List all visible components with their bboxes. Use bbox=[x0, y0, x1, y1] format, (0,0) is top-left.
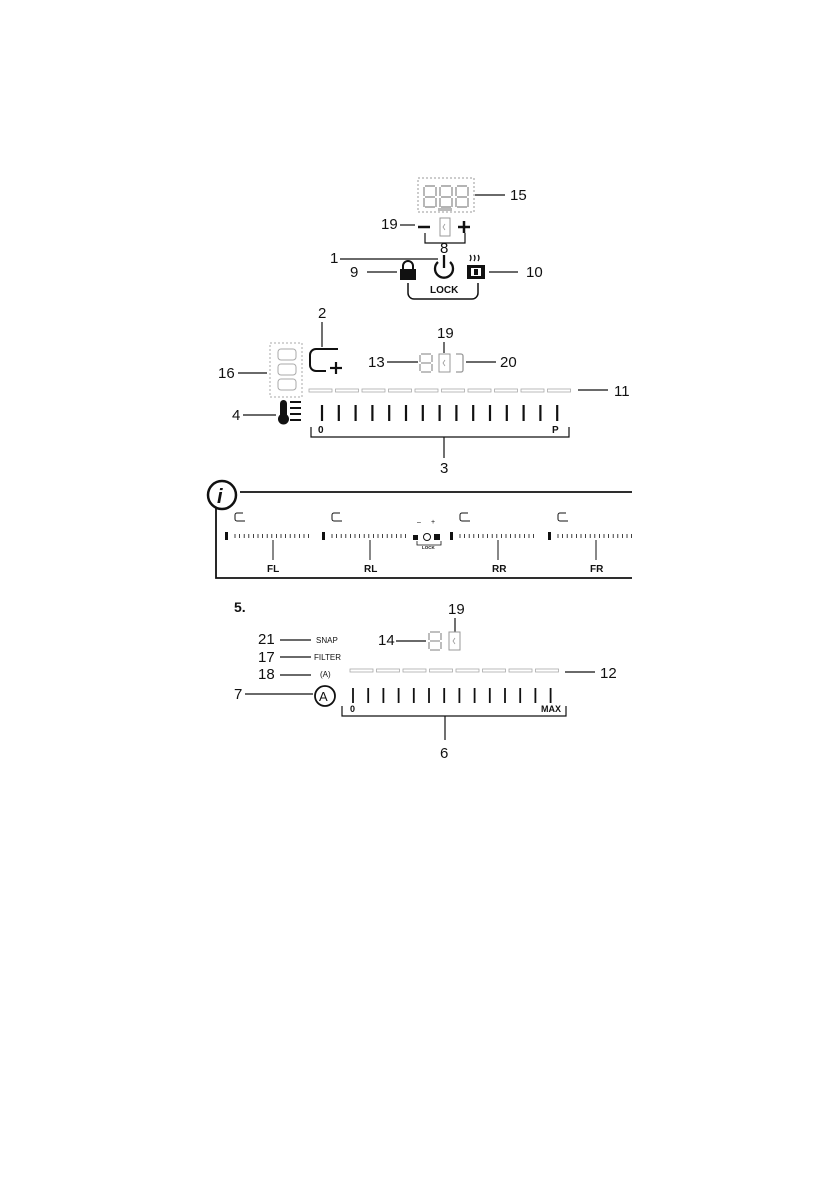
led-segment bbox=[535, 668, 559, 673]
led-segment bbox=[361, 388, 386, 393]
auto-label: (A) bbox=[320, 670, 331, 679]
led-segment bbox=[335, 388, 359, 393]
callout-13: 13 bbox=[368, 354, 385, 371]
hood-led-bar bbox=[349, 668, 559, 673]
callout-16: 16 bbox=[218, 365, 235, 382]
timer-digit bbox=[439, 217, 451, 237]
callout-19-top: 19 bbox=[381, 216, 398, 233]
zone-label: RL bbox=[364, 564, 377, 575]
svg-text:A: A bbox=[319, 689, 328, 704]
zone-label: FR bbox=[590, 564, 604, 575]
callout-9: 9 bbox=[350, 264, 358, 281]
led-segment bbox=[308, 388, 333, 393]
power-icon[interactable] bbox=[433, 255, 455, 279]
zone-label: RR bbox=[492, 564, 507, 575]
auto-icon[interactable]: A bbox=[314, 685, 336, 707]
led-segment bbox=[520, 388, 545, 393]
led-segment bbox=[467, 388, 492, 393]
led-segment bbox=[429, 668, 453, 673]
slider-top-max: P bbox=[552, 425, 559, 436]
info-panel: i bbox=[206, 479, 632, 579]
callout-11: 11 bbox=[614, 383, 630, 400]
slider-hood-max: MAX bbox=[541, 704, 561, 714]
callout-4: 4 bbox=[232, 407, 240, 424]
digit-display-icon bbox=[423, 185, 469, 208]
callout-6: 6 bbox=[440, 745, 448, 762]
callout-17: 17 bbox=[258, 649, 275, 666]
bridge-zone-icon[interactable] bbox=[331, 512, 342, 522]
led-segment bbox=[508, 668, 533, 673]
callout-1: 1 bbox=[330, 250, 338, 267]
thermometer-icon bbox=[548, 532, 551, 540]
callout-21: 21 bbox=[258, 631, 275, 648]
callout-8: 8 bbox=[440, 240, 448, 257]
callout-15: 15 bbox=[510, 187, 527, 204]
callout-2: 2 bbox=[318, 305, 326, 322]
mini-control-cluster: – + LOCK bbox=[413, 519, 442, 550]
thermometer-icon bbox=[450, 532, 453, 540]
lock-icon[interactable] bbox=[400, 260, 416, 280]
led-segment bbox=[376, 668, 400, 673]
slider-top-min: 0 bbox=[318, 425, 324, 436]
callout-10: 10 bbox=[526, 264, 543, 281]
led-segment bbox=[547, 388, 571, 393]
three-digit-display bbox=[417, 177, 475, 213]
bridge-zone-icon[interactable] bbox=[234, 512, 245, 522]
thermometer-icon[interactable] bbox=[278, 400, 301, 425]
lock-label: LOCK bbox=[430, 285, 459, 296]
power-level-digit bbox=[419, 353, 433, 373]
svg-text:–: – bbox=[417, 519, 421, 526]
zone-label: FL bbox=[267, 564, 279, 575]
callout-20: 20 bbox=[500, 354, 517, 371]
zone-fr: FR bbox=[548, 512, 632, 575]
mini-lock-label: LOCK bbox=[422, 545, 435, 550]
hood-slider[interactable] bbox=[352, 688, 552, 703]
zone-mode-indicators bbox=[269, 342, 303, 398]
led-segment bbox=[455, 668, 480, 673]
zone-rl: RL bbox=[322, 512, 407, 575]
snap-label[interactable]: SNAP bbox=[316, 636, 338, 645]
zone-fl: FL bbox=[225, 512, 310, 575]
svg-text:i: i bbox=[217, 486, 223, 508]
led-segment bbox=[494, 388, 518, 393]
led-segment bbox=[482, 668, 506, 673]
led-segment bbox=[349, 668, 374, 673]
led-segment bbox=[402, 668, 427, 673]
thermometer-icon bbox=[322, 532, 325, 540]
callout-7: 7 bbox=[234, 686, 242, 703]
keep-warm-icon[interactable] bbox=[467, 254, 485, 279]
callout-3: 3 bbox=[440, 460, 448, 477]
slider-hood-min: 0 bbox=[350, 704, 355, 714]
svg-text:+: + bbox=[431, 519, 435, 526]
bridge-zone-icon[interactable] bbox=[309, 348, 342, 374]
plus-icon[interactable] bbox=[458, 221, 470, 233]
power-led-bar bbox=[308, 388, 571, 393]
callout-18: 18 bbox=[258, 666, 275, 683]
callout-19-mid: 19 bbox=[437, 325, 454, 342]
callout-12: 12 bbox=[600, 665, 617, 682]
callout-19-hood: 19 bbox=[448, 601, 465, 618]
led-segment bbox=[414, 388, 439, 393]
filter-label[interactable]: FILTER bbox=[314, 653, 341, 662]
info-icon: i bbox=[206, 479, 238, 511]
thermometer-icon bbox=[225, 532, 228, 540]
zone-rr: RR bbox=[450, 512, 534, 575]
callout-14: 14 bbox=[378, 632, 395, 649]
led-segment bbox=[388, 388, 412, 393]
section-5-title: 5. bbox=[234, 599, 246, 615]
led-segment bbox=[441, 388, 465, 393]
bridge-zone-icon[interactable] bbox=[459, 512, 470, 522]
hood-level-digit bbox=[428, 631, 442, 651]
power-slider[interactable] bbox=[320, 405, 559, 421]
bridge-zone-icon[interactable] bbox=[557, 512, 568, 522]
